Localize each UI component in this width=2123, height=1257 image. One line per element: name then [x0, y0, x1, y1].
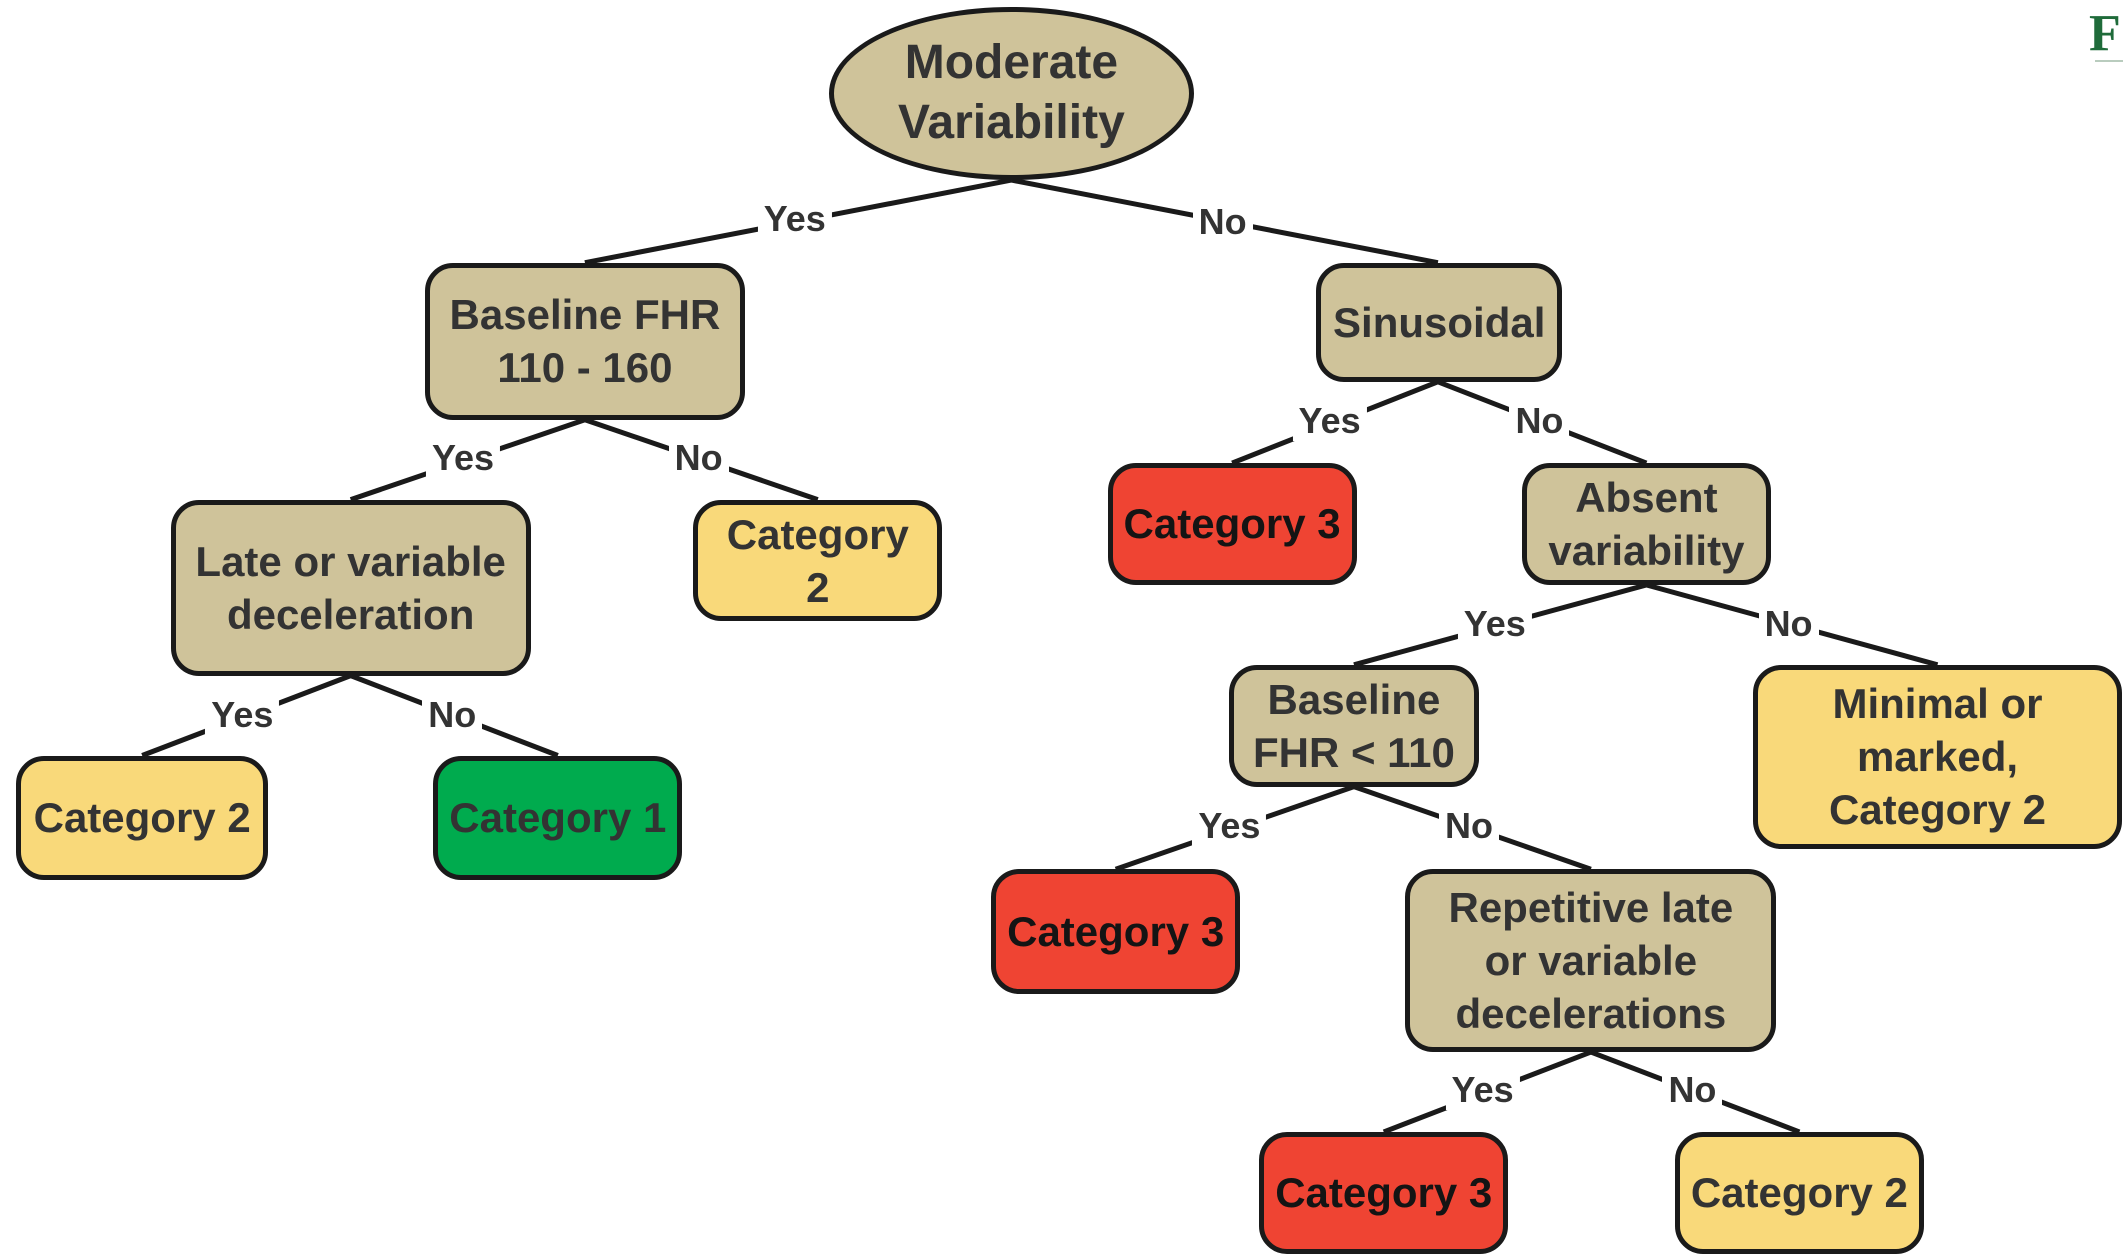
- node-category-3: Category 3: [1259, 1131, 1509, 1254]
- edge-label-yes: Yes: [1457, 604, 1532, 645]
- node-repetitive-late-or-variable-decelerations: Repetitive late or variable deceleration…: [1405, 869, 1777, 1053]
- logo-subtitle-mark: [2095, 60, 2123, 70]
- edge-label-yes: Yes: [205, 694, 280, 735]
- node-category-3: Category 3: [1107, 463, 1357, 585]
- logo: F: [2089, 5, 2121, 62]
- node-moderate-variability: Moderate Variability: [828, 6, 1195, 181]
- edge-label-no: No: [1509, 401, 1570, 442]
- edge-label-yes: Yes: [1445, 1069, 1520, 1110]
- edge-label-no: No: [668, 437, 729, 478]
- node-category-2: Category 2: [1674, 1131, 1924, 1254]
- edge-label-no: No: [1662, 1069, 1723, 1110]
- edge-label-no: No: [1439, 805, 1500, 846]
- node-category-2: Category 2: [16, 755, 269, 881]
- edge-label-no: No: [1758, 604, 1819, 645]
- node-absent-variability: Absent variability: [1521, 463, 1771, 585]
- node-category-2: Category 2: [693, 499, 943, 622]
- node-late-or-variable-deceleration: Late or variable deceleration: [170, 499, 531, 676]
- node-category-1: Category 1: [433, 755, 683, 881]
- node-category-3: Category 3: [991, 869, 1241, 994]
- edge-label-no: No: [1192, 202, 1253, 243]
- edge-label-yes: Yes: [757, 199, 832, 240]
- node-minimal-or-marked-category-2: Minimal or marked, Category 2: [1753, 664, 2122, 849]
- node-sinusoidal: Sinusoidal: [1316, 262, 1563, 382]
- node-baseline-fhr-below-110: Baseline FHR < 110: [1229, 664, 1479, 787]
- edge-label-yes: Yes: [1292, 401, 1367, 442]
- edge-label-yes: Yes: [1192, 805, 1267, 846]
- node-baseline-fhr-110-160: Baseline FHR 110 - 160: [425, 262, 745, 420]
- edge-label-no: No: [422, 694, 483, 735]
- edge-label-yes: Yes: [426, 437, 501, 478]
